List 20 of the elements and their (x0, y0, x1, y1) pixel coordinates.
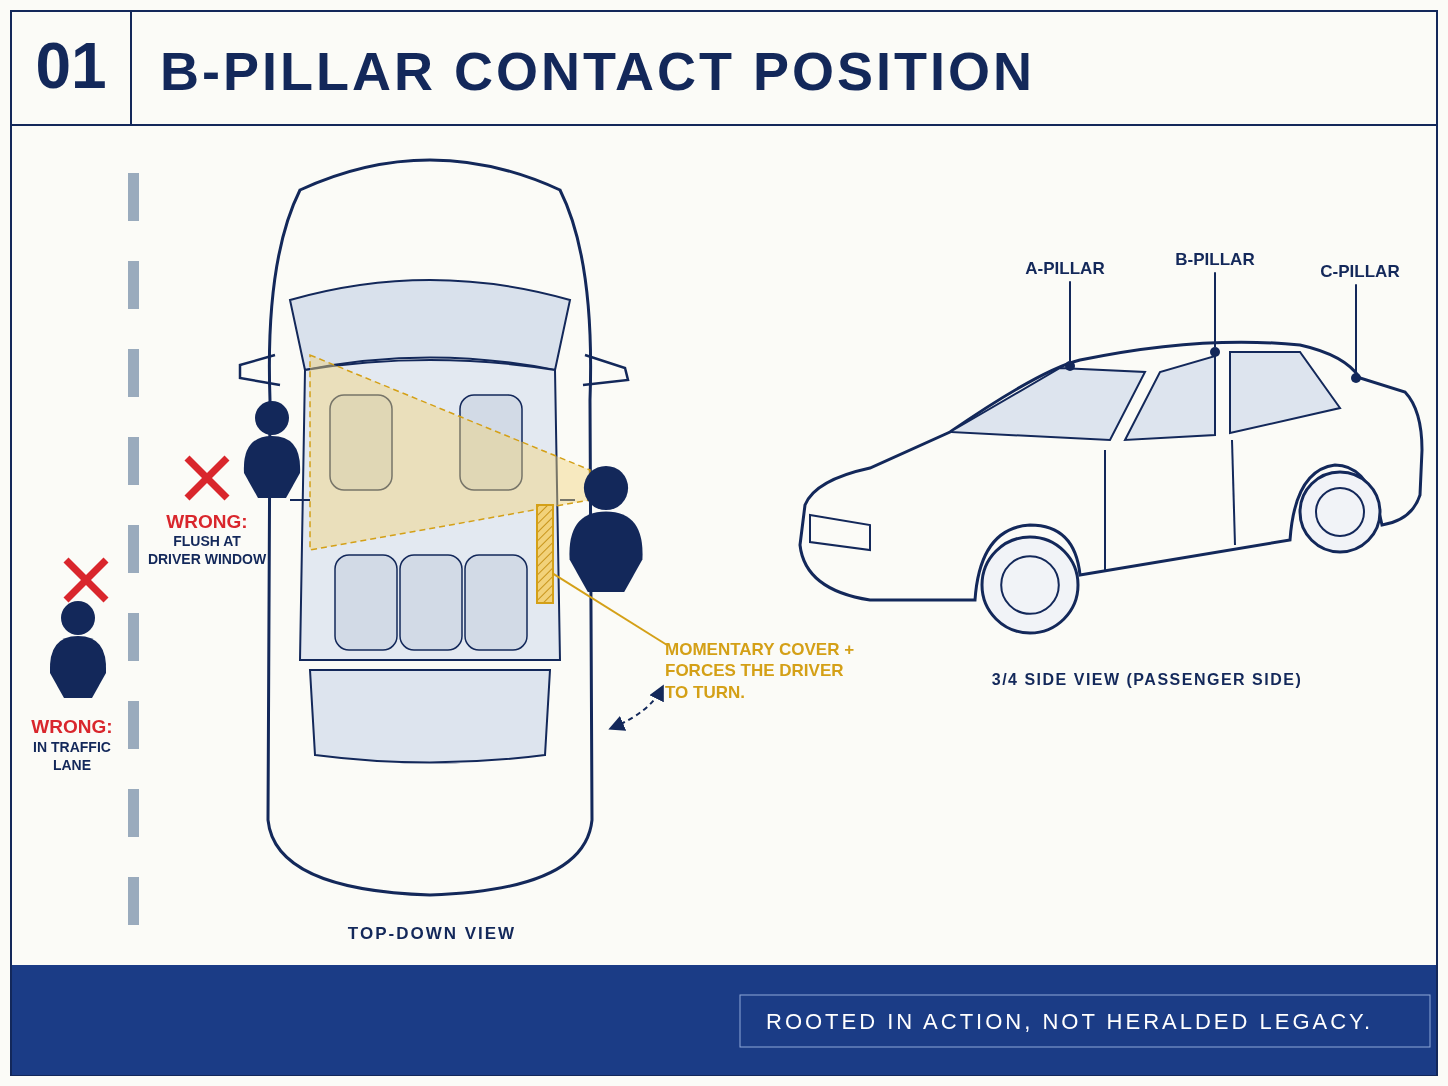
pillar-point-dot (1065, 361, 1075, 371)
callout-label: B-PILLAR (1175, 249, 1255, 271)
warning-label: WRONG: (166, 510, 248, 534)
pillar-point-dot (1351, 373, 1361, 383)
hatched-pillar-zone (536, 504, 554, 604)
callout-label: C-PILLAR (1320, 261, 1400, 283)
warning-label: WRONG: (31, 715, 113, 739)
section-number: 01 (35, 29, 107, 104)
view-caption: 3/4 SIDE VIEW (PASSENGER SIDE) (991, 670, 1303, 690)
leader-line (1069, 280, 1071, 362)
pillar-point-dot (1210, 347, 1220, 357)
tagline: ROOTED IN ACTION, NOT HERALDED LEGACY. (766, 1008, 1374, 1036)
leader-line (1355, 283, 1357, 374)
warning-note: FLUSH AT DRIVER WINDOW (147, 533, 267, 568)
warning-note: IN TRAFFIC LANE (32, 739, 112, 774)
callout-label: MOMENTARY COVER + FORCES THE DRIVER TO TURN. (665, 639, 855, 703)
title: B-PILLAR CONTACT POSITION (160, 40, 1035, 103)
view-caption: TOP-DOWN VIEW (347, 923, 517, 945)
leader-line (1214, 271, 1216, 348)
callout-label: A-PILLAR (1025, 258, 1105, 280)
